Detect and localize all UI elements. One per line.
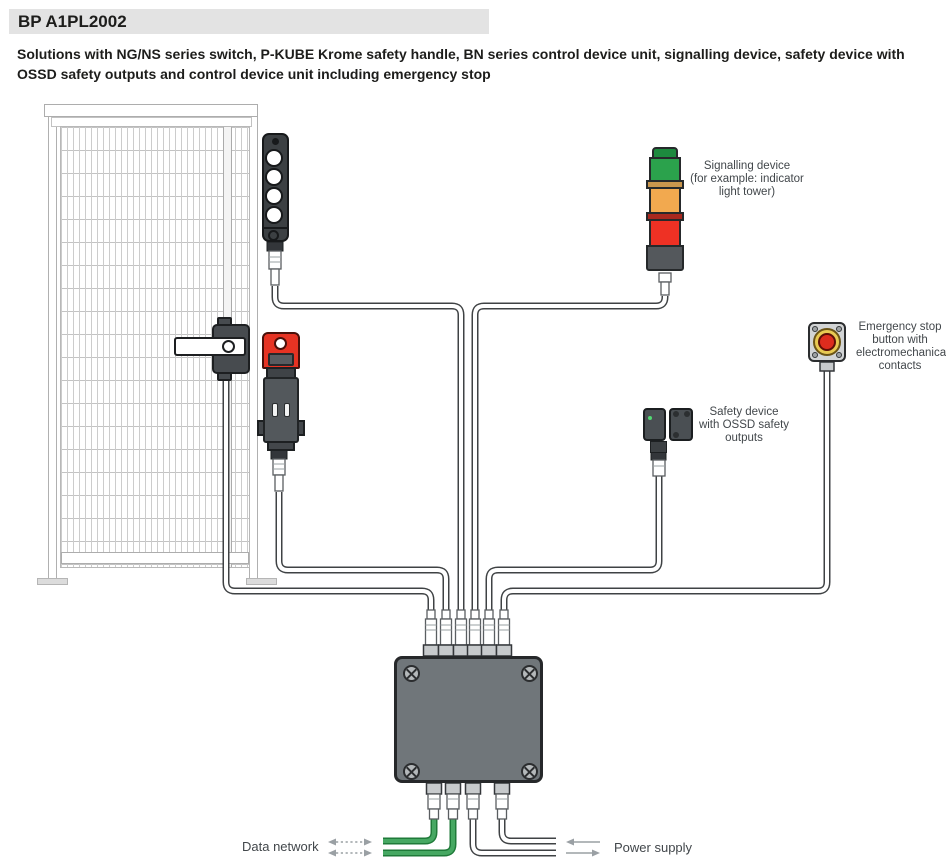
power-supply-arrows: [566, 838, 600, 857]
estop-screw-3: [812, 352, 818, 358]
cable-data-network-2: [383, 818, 457, 857]
page-subtitle: Solutions with NG/NS series switch, P-KU…: [17, 46, 905, 82]
estop-screw-4: [836, 352, 842, 358]
ossd-led: [648, 416, 652, 420]
junction-box-top-port-6: [495, 609, 513, 657]
bn-unit-connector: [266, 241, 284, 286]
label-power-supply: Power supply: [614, 840, 693, 855]
bn-button-1: [264, 149, 283, 167]
junction-screw-2: [521, 665, 538, 682]
ossd-mount-tab: [650, 441, 667, 453]
ng-body-slot-1: [272, 403, 278, 417]
ossd-screw-2: [684, 411, 690, 417]
ng-switch-body: [263, 377, 299, 443]
cable-tower-to-box: [471, 296, 669, 612]
ng-switch-bottom-cap: [267, 441, 295, 451]
safety-handle-bar: [174, 337, 246, 356]
label-signalling-device: Signalling device (for example: indicato…: [690, 160, 804, 198]
data-network-arrows: [328, 838, 372, 857]
tower-green-segment: [649, 157, 681, 182]
cable-power-supply-2: [498, 818, 556, 845]
fence-top-rail: [44, 104, 258, 117]
ng-switch-connector: [270, 449, 288, 492]
bn-top-notch: [272, 138, 279, 145]
junction-box-top-port-4: [466, 609, 484, 657]
bn-button-2: [264, 168, 283, 186]
estop-red-button: [818, 333, 836, 351]
fence-bottom-rail: [61, 552, 249, 564]
cable-bn-unit-to-box: [271, 286, 465, 612]
cable-data-network-1: [383, 818, 438, 845]
ossd-connector: [650, 451, 667, 477]
tower-base: [646, 245, 684, 271]
cable-ng-switch-to-box: [275, 492, 450, 612]
bn-bottom-ring: [268, 230, 279, 241]
junction-box-bottom-port-4: [493, 782, 511, 820]
bn-control-unit: [262, 133, 289, 242]
junction-screw-1: [403, 665, 420, 682]
junction-box-bottom-port-1: [425, 782, 443, 820]
junction-screw-3: [403, 763, 420, 780]
cable-handle-to-box: [222, 381, 435, 612]
ng-body-slot-2: [284, 403, 290, 417]
page-title: BP A1PL2002: [18, 12, 127, 31]
label-emergency-stop: Emergency stop button with electromechan…: [856, 321, 946, 372]
tower-connector: [658, 272, 672, 296]
estop-cable-gland: [819, 361, 835, 372]
cable-estop-to-box: [500, 371, 831, 612]
bn-button-3: [264, 187, 283, 205]
tower-red-segment: [649, 219, 681, 247]
ng-actuator-slot: [268, 353, 294, 366]
junction-box-top-port-2: [437, 609, 455, 657]
bn-divider: [264, 227, 287, 229]
ossd-screw-1: [673, 411, 679, 417]
cable-power-supply-1: [469, 818, 556, 857]
cable-ossd-to-box: [485, 476, 663, 612]
label-ossd-device: Safety device with OSSD safety outputs: [698, 406, 790, 444]
section-header-bar: BP A1PL2002: [9, 9, 489, 34]
ng-switch-hole: [274, 337, 287, 350]
junction-screw-4: [521, 763, 538, 780]
bn-button-4: [264, 206, 283, 224]
junction-box-bottom-port-3: [464, 782, 482, 820]
ossd-sensor-left: [643, 408, 666, 441]
fence-foot-right: [246, 578, 277, 585]
junction-box: [394, 656, 543, 783]
junction-box-bottom-port-2: [444, 782, 462, 820]
label-data-network: Data network: [242, 839, 319, 854]
ossd-screw-3: [673, 432, 679, 438]
junction-box-top-port-1: [422, 609, 440, 657]
estop-screw-2: [836, 326, 842, 332]
junction-box-top-port-5: [480, 609, 498, 657]
estop-screw-1: [812, 326, 818, 332]
handle-knob: [222, 340, 235, 353]
junction-box-top-port-3: [452, 609, 470, 657]
fence-foot-left: [37, 578, 68, 585]
